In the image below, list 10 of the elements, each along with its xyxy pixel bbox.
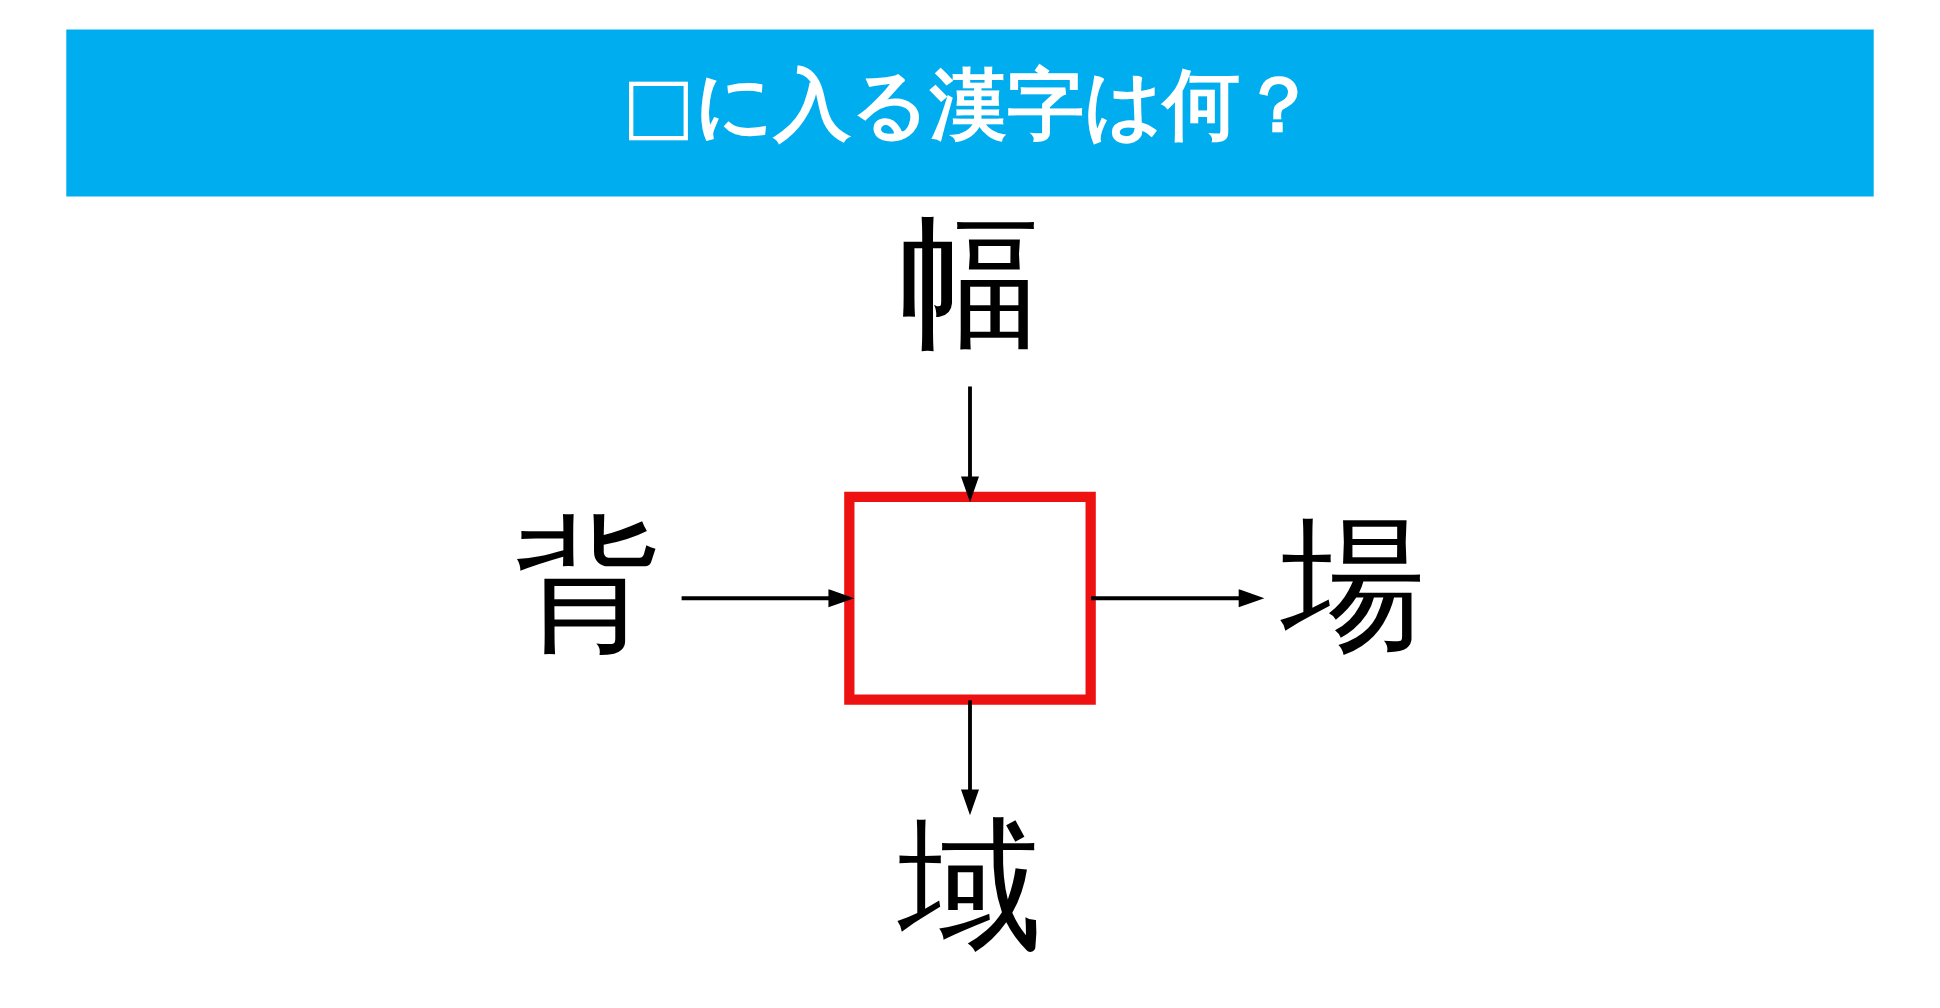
node-text: 場 [1280, 500, 1425, 668]
node-text: 背 [515, 500, 660, 668]
node-box [844, 491, 1096, 705]
arrow [961, 699, 979, 815]
arrow [961, 386, 979, 502]
arrow [1091, 588, 1265, 607]
node-text: 域 [898, 801, 1042, 969]
node-text: 幅 [898, 198, 1042, 366]
arrow [681, 588, 855, 607]
diagram-title: □に入る漢字は何？ [622, 59, 1317, 149]
